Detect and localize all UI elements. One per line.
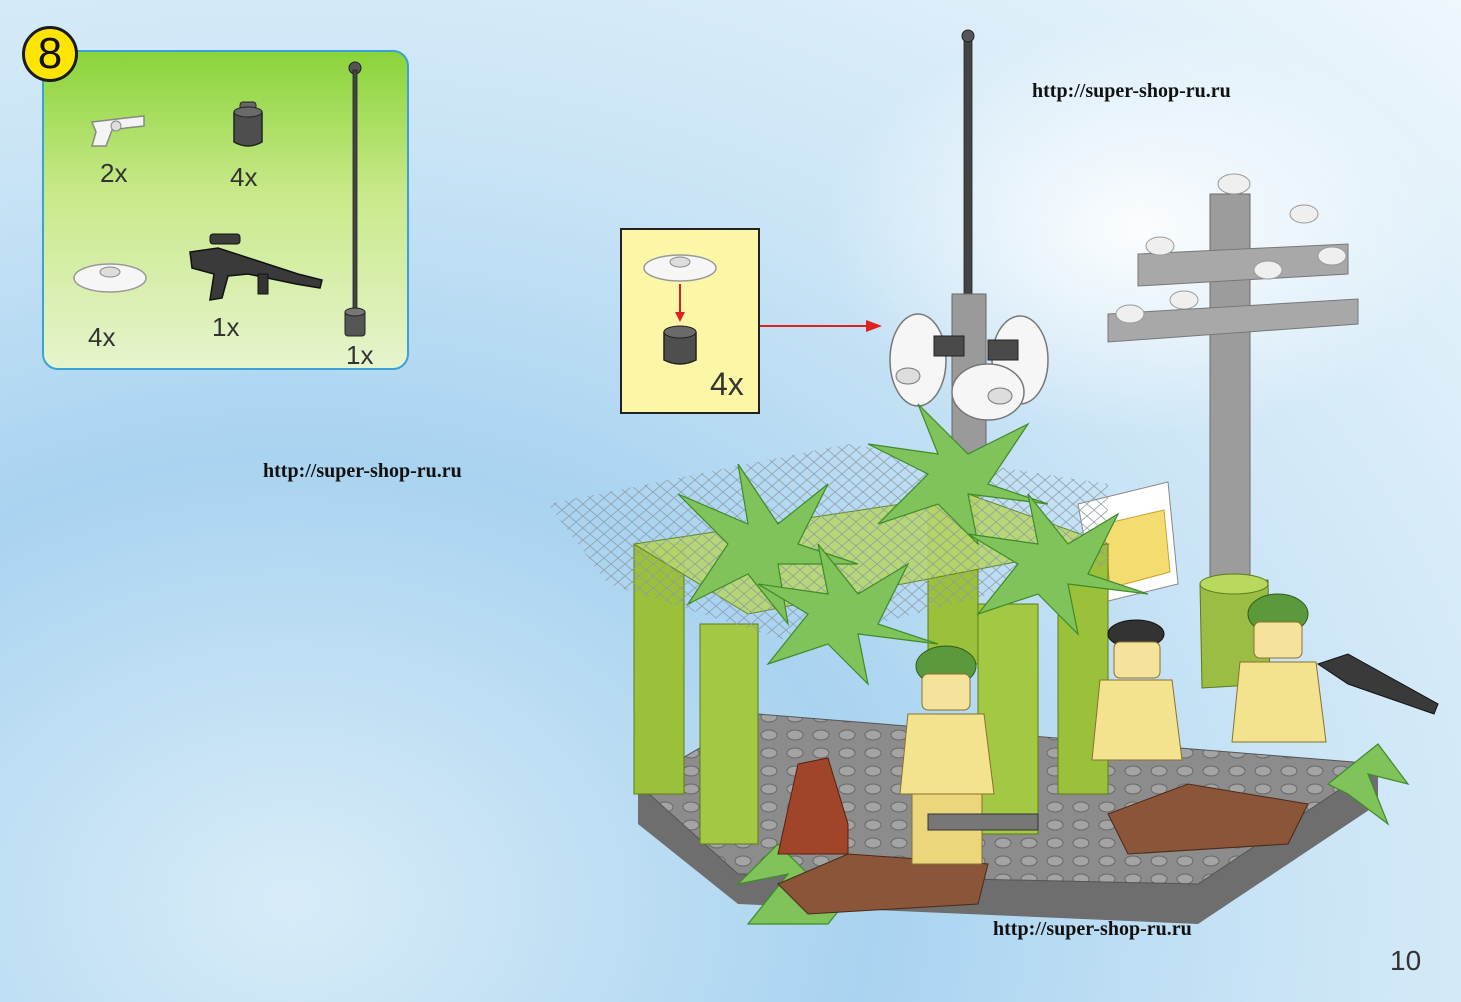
sandbags (777, 783, 1309, 915)
watermark-url-middle[interactable]: http://super-shop-ru.ru (263, 460, 462, 482)
watermark-url-top[interactable]: http://super-shop-ru.ru (1032, 80, 1231, 102)
callout-dish-icon (640, 248, 720, 368)
parts-list-panel: 2x 4x 1x 4x 1x (42, 50, 409, 370)
round-brick-icon (230, 100, 266, 150)
revolver-quantity: 2x (100, 158, 128, 188)
round-dish-icon (72, 256, 148, 296)
minifigure-sniper (1231, 593, 1439, 743)
minifigure-officer (1091, 619, 1183, 761)
chair (777, 757, 849, 855)
model-illustration (548, 24, 1448, 954)
antenna-quantity: 1x (346, 340, 374, 370)
antenna-assembly (889, 29, 1049, 465)
sniper-rifle-quantity: 1x (212, 312, 240, 342)
revolver-icon (86, 110, 148, 150)
round-brick-quantity: 4x (230, 162, 258, 192)
callout-quantity: 4x (710, 366, 744, 402)
sniper-rifle-icon (188, 228, 324, 308)
minifigure-gunner (899, 645, 1039, 865)
utility-pole (1107, 173, 1359, 605)
step-number-badge: 8 (22, 26, 78, 82)
callout-arrow (760, 316, 884, 336)
antenna-icon (340, 58, 370, 346)
subassembly-callout: 4x (620, 228, 760, 414)
watermark-url-bottom[interactable]: http://super-shop-ru.ru (993, 918, 1192, 940)
round-dish-quantity: 4x (88, 322, 116, 352)
palm-leaves (677, 403, 1410, 925)
page-number: 10 (1390, 945, 1422, 976)
